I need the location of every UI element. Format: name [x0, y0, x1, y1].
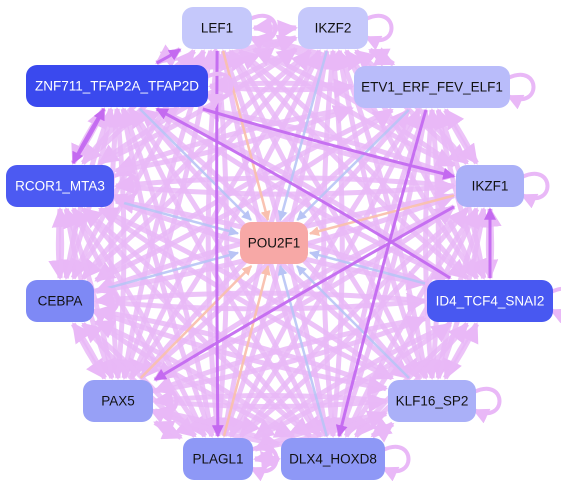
edge-etv1-ikzf2 [368, 47, 395, 67]
edge-lef1-plagl1 [211, 50, 224, 438]
edge-rcor1-klf16 [98, 206, 395, 381]
self-loop-dlx4 [381, 444, 411, 482]
self-loop-rcor1 [110, 171, 140, 209]
node-pou2f1[interactable]: POU2F1 [240, 222, 308, 264]
edge-plagl1-pax5 [153, 420, 183, 440]
edge-etv1-pou2f1 [296, 109, 410, 221]
self-loop-layer [90, 13, 561, 482]
self-loop-plagl1 [249, 444, 279, 482]
edge-pax5-klf16 [154, 392, 388, 413]
edge-pax5-cebpa [71, 322, 107, 380]
edge-lef1-klf16 [228, 49, 421, 380]
edge-ikzf2-dlx4 [321, 50, 342, 438]
edge-cebpa-rcor1 [51, 207, 72, 279]
edge-etv1-rcor1 [114, 105, 353, 175]
edge-rcor1-ikzf1 [115, 177, 456, 198]
node-box-ikzf2 [298, 7, 368, 49]
node-box-id4 [427, 280, 553, 322]
self-loop-lef1 [248, 13, 278, 51]
edge-rcor1-pou2f1 [115, 199, 239, 236]
edge-klf16-id4 [443, 322, 479, 380]
edge-pax5-pou2f1 [139, 265, 253, 379]
node-cebpa[interactable]: CEBPA [26, 280, 94, 322]
edge-rcor1-znf711 [71, 107, 106, 164]
edge-cebpa-etv1 [94, 107, 394, 283]
node-znf711[interactable]: ZNF711_TFAP2A_TFAP2D [26, 65, 208, 107]
edge-znf711-ikzf1 [202, 107, 456, 180]
self-loop-cebpa [90, 286, 120, 324]
node-etv1[interactable]: ETV1_ERF_FEV_ELF1 [354, 66, 510, 108]
edge-dlx4-znf711 [128, 107, 322, 438]
node-box-znf711 [26, 65, 208, 107]
node-box-rcor1 [6, 165, 114, 207]
edge-cebpa-id4 [95, 292, 427, 313]
edge-rcor1-etv1 [115, 105, 354, 174]
edge-znf711-lef1 [156, 48, 182, 65]
edge-znf711-pou2f1 [139, 108, 252, 221]
edge-etv1-znf711 [208, 74, 353, 95]
node-plagl1[interactable]: PLAGL1 [183, 438, 253, 480]
edge-ikzf1-znf711 [200, 102, 455, 179]
edge-etv1-dlx4 [335, 109, 428, 438]
self-loop-znf711 [204, 71, 234, 109]
edge-id4-znf711 [155, 107, 451, 280]
edge-ikzf1-pou2f1 [309, 194, 455, 237]
edge-znf711-ikzf1 [201, 106, 456, 184]
edge-znf711-ikzf2 [202, 34, 298, 66]
edge-lef1-pou2f1 [221, 50, 271, 221]
self-loop-ikzf1 [520, 171, 550, 209]
node-ikzf1[interactable]: IKZF1 [456, 165, 524, 207]
node-box-ikzf1 [456, 165, 524, 207]
edge-ikzf2-pou2f1 [277, 50, 328, 221]
self-loop-pax5 [149, 386, 179, 424]
node-box-pax5 [83, 380, 153, 422]
node-box-plagl1 [183, 438, 253, 480]
edge-plagl1-pou2f1 [222, 265, 271, 437]
edge-dlx4-pou2f1 [277, 265, 328, 437]
node-pax5[interactable]: PAX5 [83, 380, 153, 422]
edge-cebpa-pou2f1 [95, 250, 239, 293]
node-box-dlx4 [281, 438, 385, 480]
node-rcor1[interactable]: RCOR1_MTA3 [6, 165, 114, 207]
edge-plagl1-id4 [253, 321, 453, 440]
edge-ikzf1-pax5 [153, 204, 456, 382]
self-loop-ikzf2 [364, 13, 394, 51]
edge-id4-pou2f1 [309, 250, 426, 285]
edge-pax5-ikzf2 [129, 49, 322, 380]
node-box-cebpa [26, 280, 94, 322]
edge-dlx4-klf16 [371, 421, 395, 443]
edge-id4-pax5 [153, 316, 426, 395]
edge-pax5-ikzf1 [153, 204, 456, 382]
edge-klf16-pax5 [153, 389, 387, 410]
edge-ikzf1-pax5 [153, 205, 455, 381]
node-box-pou2f1 [240, 222, 308, 264]
node-box-klf16 [388, 380, 476, 422]
node-dlx4[interactable]: DLX4_HOXD8 [281, 438, 385, 480]
edge-cebpa-klf16 [95, 308, 388, 396]
self-loop-etv1 [506, 72, 536, 110]
node-ikzf2[interactable]: IKZF2 [298, 7, 368, 49]
node-box-lef1 [182, 7, 252, 49]
edge-ikzf1-rcor1 [114, 174, 455, 195]
edge-rcor1-ikzf2 [98, 47, 298, 166]
node-box-etv1 [354, 66, 510, 108]
edge-id4-plagl1 [253, 321, 452, 440]
node-lef1[interactable]: LEF1 [182, 7, 252, 49]
node-klf16[interactable]: KLF16_SP2 [388, 380, 476, 422]
edge-pax5-id4 [154, 315, 427, 394]
node-id4[interactable]: ID4_TCF4_SNAI2 [427, 280, 553, 322]
edge-klf16-pou2f1 [296, 265, 410, 379]
self-loop-klf16 [472, 386, 502, 424]
edge-etv1-plagl1 [228, 108, 421, 438]
edge-klf16-rcor1 [97, 206, 394, 381]
